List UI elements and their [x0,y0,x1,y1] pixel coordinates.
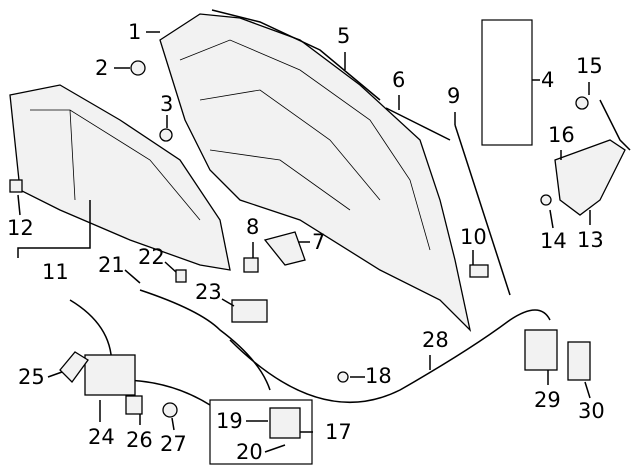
callout-21: 21 [98,253,125,277]
callout-11: 11 [42,260,69,284]
callout-15: 15 [576,54,603,78]
hood-strut [454,124,511,296]
cover-25 [59,351,89,383]
bolt-27 [162,402,178,418]
hood-panel [159,13,472,333]
latch-30 [567,341,591,381]
hardware-box [481,19,533,146]
handle-24 [84,354,136,396]
bumper-8 [243,257,259,273]
callout-22: 22 [138,245,165,269]
hood-insulator [9,84,231,271]
callout-10: 10 [460,225,487,249]
bolt-14 [540,194,552,206]
hood-seal-front [211,9,381,101]
latch-19 [269,407,301,439]
callout-24: 24 [88,425,115,449]
release-cable [69,289,551,403]
callout-13: 13 [577,228,604,252]
callout-29: 29 [534,388,561,412]
latch-29 [524,329,558,371]
callout-2: 2 [95,56,109,80]
callout-4: 4 [541,68,555,92]
callout-17: 17 [325,420,352,444]
clip-12 [9,179,23,193]
bracket-7 [263,231,306,266]
callout-26: 26 [126,428,153,452]
callout-30: 30 [578,399,605,423]
clip-26 [125,395,143,415]
clip-2 [130,60,146,76]
callout-5: 5 [337,24,351,48]
callout-3: 3 [160,92,174,116]
callout-14: 14 [540,229,567,253]
bolt-18 [337,371,349,383]
callout-28: 28 [422,328,449,352]
bracket-23 [231,299,268,323]
hood-hinge [554,139,626,216]
nut-15 [575,96,589,110]
callout-19: 19 [216,409,243,433]
callout-18: 18 [365,364,392,388]
callout-9: 9 [447,84,461,108]
callout-20: 20 [236,440,263,464]
callout-16: 16 [548,123,575,147]
callout-12: 12 [7,216,34,240]
clip-22 [175,269,187,283]
bumper-10 [469,264,489,278]
callout-1: 1 [128,20,142,44]
callout-25: 25 [18,365,45,389]
callout-23: 23 [195,280,222,304]
hood-seal-side [385,107,451,141]
callout-8: 8 [246,215,260,239]
callout-27: 27 [160,432,187,456]
grommet-3 [159,128,173,142]
callout-6: 6 [392,68,406,92]
callout-7: 7 [312,230,326,254]
